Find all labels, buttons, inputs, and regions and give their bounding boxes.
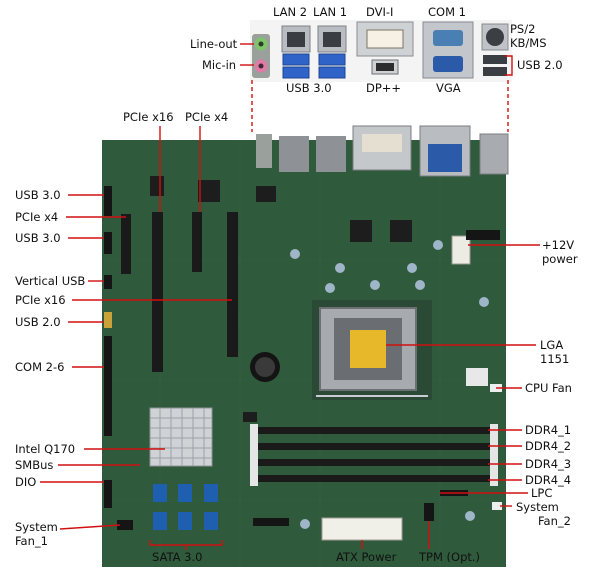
- label-system-fan1-line1: System: [15, 520, 58, 534]
- ddr4-1-slot: [258, 427, 498, 434]
- dimm-slots: [250, 424, 498, 486]
- label-system-fan1-line2: Fan_1: [15, 534, 48, 548]
- pcb-substrate: [102, 140, 506, 567]
- label-pcie4-top: PCIe x4: [185, 110, 228, 124]
- pcie-slots: [121, 212, 238, 372]
- label-dp: DP++: [366, 81, 401, 95]
- label-system-fan2-line2: Fan_2: [538, 514, 571, 528]
- label-ddr4-1: DDR4_1: [525, 423, 571, 437]
- line-out-jack-hole: [258, 41, 264, 47]
- label-com26: COM 2-6: [15, 360, 64, 374]
- left-headers: [104, 186, 133, 530]
- audio-jacks: [252, 34, 270, 78]
- label-system-fan2-line1: System: [516, 500, 559, 514]
- pcb-board: [102, 125, 509, 567]
- ddr4-2-slot: [258, 443, 498, 450]
- label-12v: +12V: [542, 238, 574, 252]
- intel-q170-heatsink: [149, 407, 213, 467]
- leader-lines: [40, 43, 540, 550]
- label-sata: SATA 3.0: [152, 550, 202, 564]
- header-top-right: [466, 230, 500, 240]
- label-usb20-io: USB 2.0: [517, 58, 563, 72]
- com1-vga-port: [422, 21, 474, 79]
- 12v-power-connector: [451, 235, 471, 265]
- label-power: power: [542, 252, 578, 266]
- header-bottom: [253, 518, 289, 526]
- label-lpc: LPC: [531, 486, 552, 500]
- ps2-usb20-port: [481, 23, 509, 76]
- pcie-x16-slot-2: [227, 212, 238, 357]
- lan1-port: [317, 25, 347, 79]
- board-rear-io: [256, 125, 509, 177]
- label-dvi-i: DVI-I: [366, 5, 393, 19]
- label-lga-number: 1151: [540, 352, 569, 366]
- label-usb30-a: USB 3.0: [15, 188, 61, 202]
- label-line-out: Line-out: [190, 37, 238, 51]
- label-usb30-b: USB 3.0: [15, 231, 61, 245]
- ddr4-4-slot: [258, 475, 498, 482]
- components: [150, 176, 489, 529]
- label-smbus: SMBus: [15, 458, 53, 472]
- pcie-x4-slot-1: [121, 214, 131, 274]
- label-tpm: TPM (Opt.): [418, 550, 480, 564]
- lan2-port: [281, 25, 311, 79]
- label-lga: LGA: [540, 338, 563, 352]
- label-ddr4-3: DDR4_3: [525, 457, 571, 471]
- labels: LAN 2 LAN 1 DVI-I COM 1 PS/2 KB/MS Line-…: [15, 5, 578, 564]
- label-atx-power: ATX Power: [336, 550, 397, 564]
- tpm-header: [424, 503, 434, 521]
- system-fan2-header: [492, 502, 502, 510]
- label-dio: DIO: [15, 475, 36, 489]
- mic-in-jack-hole: [258, 63, 264, 69]
- label-pcie16-top: PCIe x16: [123, 110, 174, 124]
- ddr4-3-slot: [258, 459, 498, 466]
- label-usb30-io: USB 3.0: [286, 81, 332, 95]
- label-com1: COM 1: [428, 5, 466, 19]
- label-cpu-fan: CPU Fan: [525, 381, 572, 395]
- atx-power-connector: [321, 517, 403, 541]
- sata-connectors: [153, 484, 218, 530]
- label-mic-in: Mic-in: [202, 58, 236, 72]
- pcie-x16-slot-1: [152, 212, 163, 372]
- label-kbms: KB/MS: [510, 36, 547, 50]
- pcie-x4-slot-2: [192, 212, 202, 272]
- lga1151-socket: [312, 300, 432, 400]
- io-panel: [250, 20, 512, 82]
- label-lan1: LAN 1: [313, 5, 347, 19]
- label-ddr4-2: DDR4_2: [525, 439, 571, 453]
- label-ps2: PS/2: [510, 22, 535, 36]
- label-intel-q170: Intel Q170: [15, 442, 75, 456]
- label-lan2: LAN 2: [273, 5, 307, 19]
- label-vertical-usb: Vertical USB: [15, 274, 85, 288]
- label-pcie16-left: PCIe x16: [15, 293, 66, 307]
- label-usb20-left: USB 2.0: [15, 315, 61, 329]
- label-vga: VGA: [436, 81, 461, 95]
- label-pcie4-left: PCIe x4: [15, 210, 58, 224]
- label-ddr4-4: DDR4_4: [525, 473, 571, 487]
- dvi-i-port: [356, 21, 414, 75]
